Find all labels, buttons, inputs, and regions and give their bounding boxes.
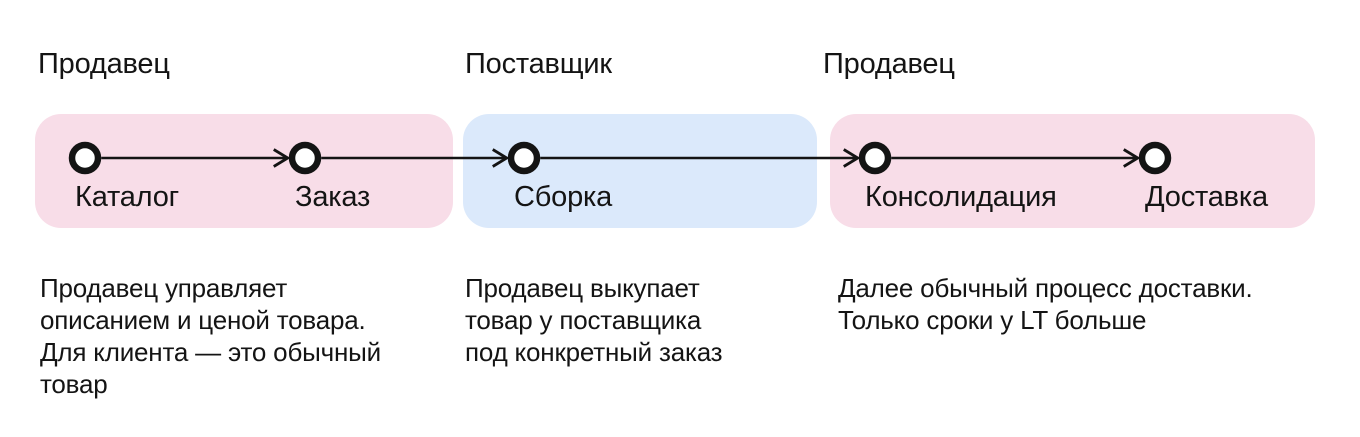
description-seller-2: Далее обычный процесс доставки. Только с… [838, 273, 1253, 335]
stage-box-seller-2 [830, 114, 1315, 228]
step-label-3: Сборка [514, 181, 613, 213]
description-seller-1: Продавец управляет описанием и ценой тов… [40, 273, 381, 399]
step-label-2: Заказ [295, 181, 371, 213]
actor-label-supplier: Поставщик [465, 48, 612, 80]
stage-box-seller-1 [35, 114, 453, 228]
step-label-4: Консолидация [865, 181, 1057, 213]
description-supplier: Продавец выкупает товар у поставщика под… [465, 273, 723, 367]
step-label-5: Доставка [1145, 181, 1268, 213]
step-label-1: Каталог [75, 181, 180, 213]
actor-label-seller-2: Продавец [823, 48, 955, 80]
actor-label-seller-1: Продавец [38, 48, 170, 80]
